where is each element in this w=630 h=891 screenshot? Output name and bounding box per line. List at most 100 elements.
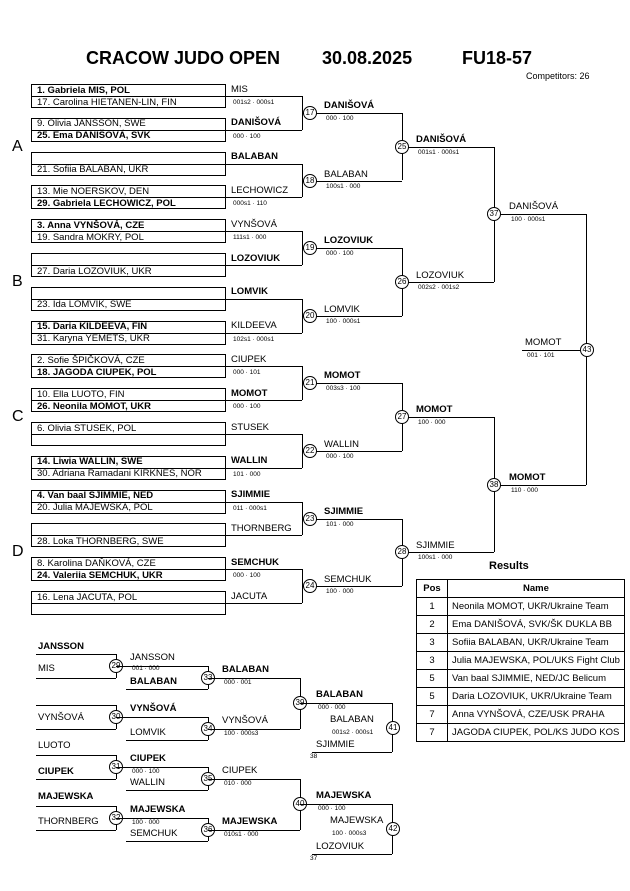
match-winner: VYNŠOVÁ — [231, 218, 277, 230]
competitor-name: 1. Gabriela MIS, POL — [37, 84, 130, 96]
bracket-line — [300, 703, 392, 704]
competitor-name: 30. Adriana Ramadani KIRKNES, NOR — [37, 468, 202, 480]
match-number: 17 — [303, 105, 317, 120]
match-winner: LECHOWICZ — [231, 184, 288, 196]
source-note: 38 — [310, 753, 318, 760]
bracket-line — [31, 400, 226, 402]
match-score: 100 · 000 — [132, 819, 160, 826]
match-winner: LOMVIK — [324, 303, 360, 315]
bracket-line — [126, 790, 208, 791]
match-score: 100s1 · 000 — [326, 182, 361, 190]
bracket-line — [312, 854, 392, 855]
bracket-line — [402, 417, 494, 419]
repechage-name: LOZOVIUK — [316, 841, 365, 852]
bracket-line — [31, 467, 226, 469]
result-name: JAGODA CIUPEK, POL/KS JUDO KOS — [447, 723, 625, 742]
bracket-line — [494, 484, 586, 486]
repechage-name: CIUPEK — [130, 753, 166, 764]
bracket-line — [36, 779, 116, 780]
bracket-line — [208, 677, 300, 679]
results-header-name: Name — [447, 579, 625, 598]
match-number: 26 — [395, 274, 409, 289]
match-winner: SJIMMIE — [324, 505, 364, 517]
result-name: Ema DANIŠOVÁ, SVK/ŠK DUKLA BB — [447, 615, 625, 634]
competitor-name: 9. Olivia JANSSON, SWE — [37, 118, 146, 130]
match-winner: THORNBERG — [231, 522, 292, 534]
match-score: 000 · 000 — [318, 704, 346, 711]
match-score: 000s1 · 110 — [233, 200, 267, 208]
result-position: 3 — [416, 651, 448, 670]
result-name: Anna VYNŠOVÁ, CZE/USK PRAHA — [447, 705, 625, 724]
competitor-name: 21. Sofiia BALABAN, UKR — [37, 164, 149, 176]
bracket-line — [31, 96, 226, 97]
match-score: 000 · 100 — [233, 132, 261, 140]
competitor-name: 3. Anna VYNŠOVÁ, CZE — [37, 219, 145, 231]
match-number: 23 — [303, 511, 317, 526]
repechage-name: JANSSON — [38, 641, 84, 652]
repechage-name: VYNŠOVÁ — [222, 714, 268, 726]
bracket-line — [312, 752, 392, 753]
competitor-name: 29. Gabriela LECHOWICZ, POL — [37, 197, 176, 209]
bracket-line — [302, 112, 402, 114]
match-score: 000 · 100 — [132, 768, 160, 775]
match-score: 000 · 100 — [326, 452, 354, 460]
repechage-name: MAJEWSKA — [130, 804, 186, 815]
competitor-name: 2. Sofie ŠPIČKOVÁ, CZE — [37, 354, 145, 366]
competitor-name: 15. Daria KILDEEVA, FIN — [37, 321, 148, 333]
bracket-line — [208, 829, 300, 831]
match-score: 010s1 · 000 — [224, 830, 259, 838]
bracket-line — [36, 678, 116, 679]
competitor-name: 26. Neonila MOMOT, UKR — [37, 400, 152, 412]
bracket-line — [226, 163, 302, 165]
match-number: 19 — [303, 241, 317, 256]
repechage-name: MAJEWSKA — [38, 791, 94, 802]
competitor-name: 31. Karyna YEMETS, UKR — [37, 333, 150, 345]
match-score: 100 · 000s3 — [224, 729, 259, 737]
match-winner: MOMOT — [509, 471, 546, 483]
bracket-line — [226, 129, 302, 131]
bracket-line — [302, 518, 402, 520]
competitor-name: 18. JAGODA CIUPEK, POL — [37, 366, 157, 378]
match-score: 101 · 000 — [326, 520, 354, 528]
repechage-name: MAJEWSKA — [316, 790, 372, 801]
match-score: 000 · 100 — [233, 403, 261, 411]
match-winner: JACUTA — [231, 590, 268, 602]
match-number: 21 — [303, 376, 317, 391]
bracket-line — [31, 163, 226, 165]
match-score: 110 · 000 — [511, 486, 538, 494]
source-note: 37 — [310, 855, 318, 862]
bracket-line — [31, 569, 226, 571]
match-score: 111s1 · 000 — [233, 234, 267, 242]
match-number: 43 — [580, 342, 594, 357]
result-position: 3 — [416, 633, 448, 652]
bracket-line — [302, 366, 303, 401]
bracket-line — [126, 740, 208, 741]
result-position: 1 — [416, 597, 448, 616]
bracket-line — [226, 197, 302, 199]
bracket-line — [116, 767, 208, 768]
competitor-name: 6. Olivia STUSEK, POL — [37, 422, 137, 434]
competitor-count: Competitors: 26 — [526, 71, 590, 81]
bracket-line — [126, 841, 208, 842]
match-winner: MOMOT — [231, 387, 268, 399]
bracket-line — [31, 434, 226, 435]
repechage-name: VYNŠOVÁ — [38, 712, 84, 723]
bracket-line — [226, 231, 302, 233]
match-number: 27 — [395, 410, 409, 425]
match-score: 000 · 100 — [326, 114, 354, 122]
match-number: 38 — [487, 477, 501, 492]
match-winner: SEMCHUK — [231, 556, 280, 568]
bracket-line — [226, 535, 302, 537]
competitor-name: 28. Loka THORNBERG, SWE — [37, 535, 164, 547]
result-position: 7 — [416, 723, 448, 742]
match-winner: LOZOVIUK — [231, 252, 281, 264]
result-position: 5 — [416, 687, 448, 706]
bracket-line — [36, 729, 116, 730]
result-position: 7 — [416, 705, 448, 724]
competitor-name: 8. Karolina DAŇKOVÁ, CZE — [37, 557, 156, 569]
match-number: 20 — [303, 308, 317, 323]
